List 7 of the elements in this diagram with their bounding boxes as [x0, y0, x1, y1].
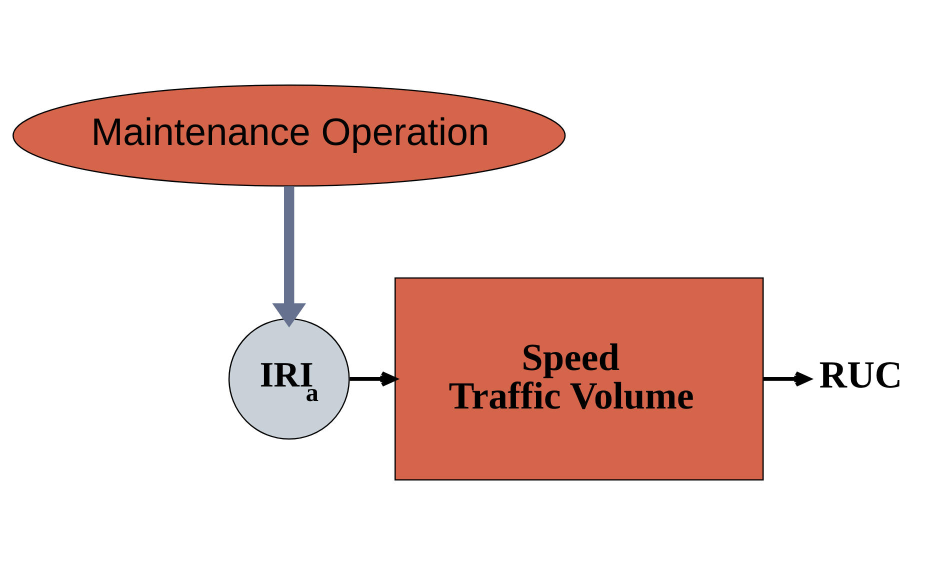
node-circle: IRI$_{a}$ — [228, 318, 350, 440]
node-ellipse: Maintenance Operation — [12, 84, 566, 186]
node-text: RUC — [819, 354, 902, 396]
node-box: Speed Traffic Volume — [394, 276, 764, 480]
arrow — [350, 370, 397, 386]
arrow — [272, 186, 306, 328]
arrow — [763, 370, 811, 386]
